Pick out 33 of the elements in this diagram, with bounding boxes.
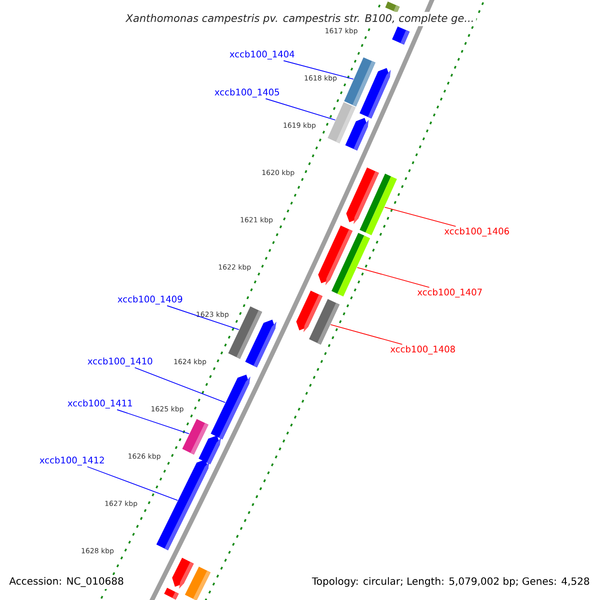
gene-label: xccb100_1411	[68, 400, 132, 408]
gene-feature	[345, 118, 369, 151]
gene-feature	[385, 2, 400, 13]
gene-feature	[172, 558, 194, 589]
gene-label: xccb100_1404	[230, 50, 294, 60]
gene-feature	[309, 299, 340, 345]
accession-text: Accession: NC_010688	[7, 575, 126, 589]
title: Xanthomonas campestris pv. campestris str. B100, complete ge...	[124, 12, 476, 26]
gene-label: xccb100_1406	[444, 228, 509, 236]
gene-feature	[210, 374, 250, 440]
leader-line	[134, 367, 226, 403]
leader-line	[166, 305, 240, 330]
gene-feature	[392, 26, 410, 45]
gene-label: xccb100_1409	[118, 296, 182, 304]
gene-feature	[156, 459, 210, 550]
leader-line	[283, 60, 354, 80]
gene-feature	[184, 566, 211, 600]
gene-feature	[245, 320, 276, 368]
leader-line	[265, 98, 336, 120]
gene-feature	[198, 435, 222, 464]
topology-text: Topology: circular; Length: 5,079,002 bp; Genes: 4,528	[310, 575, 592, 589]
gene-label: xccb100_1410	[88, 358, 152, 366]
gene-feature	[360, 174, 397, 236]
leader-line	[116, 409, 190, 434]
gene-label: xccb100_1405	[214, 88, 280, 98]
gene-label: xccb100_1412	[40, 456, 104, 466]
gene-label: xccb100_1408	[390, 346, 455, 354]
gene-label: xccb100_1407	[417, 288, 482, 298]
leader-line	[86, 466, 178, 501]
gene-feature	[332, 232, 370, 296]
gene-feature	[164, 588, 179, 600]
leader-line	[330, 324, 403, 345]
gene-feature	[360, 68, 391, 119]
